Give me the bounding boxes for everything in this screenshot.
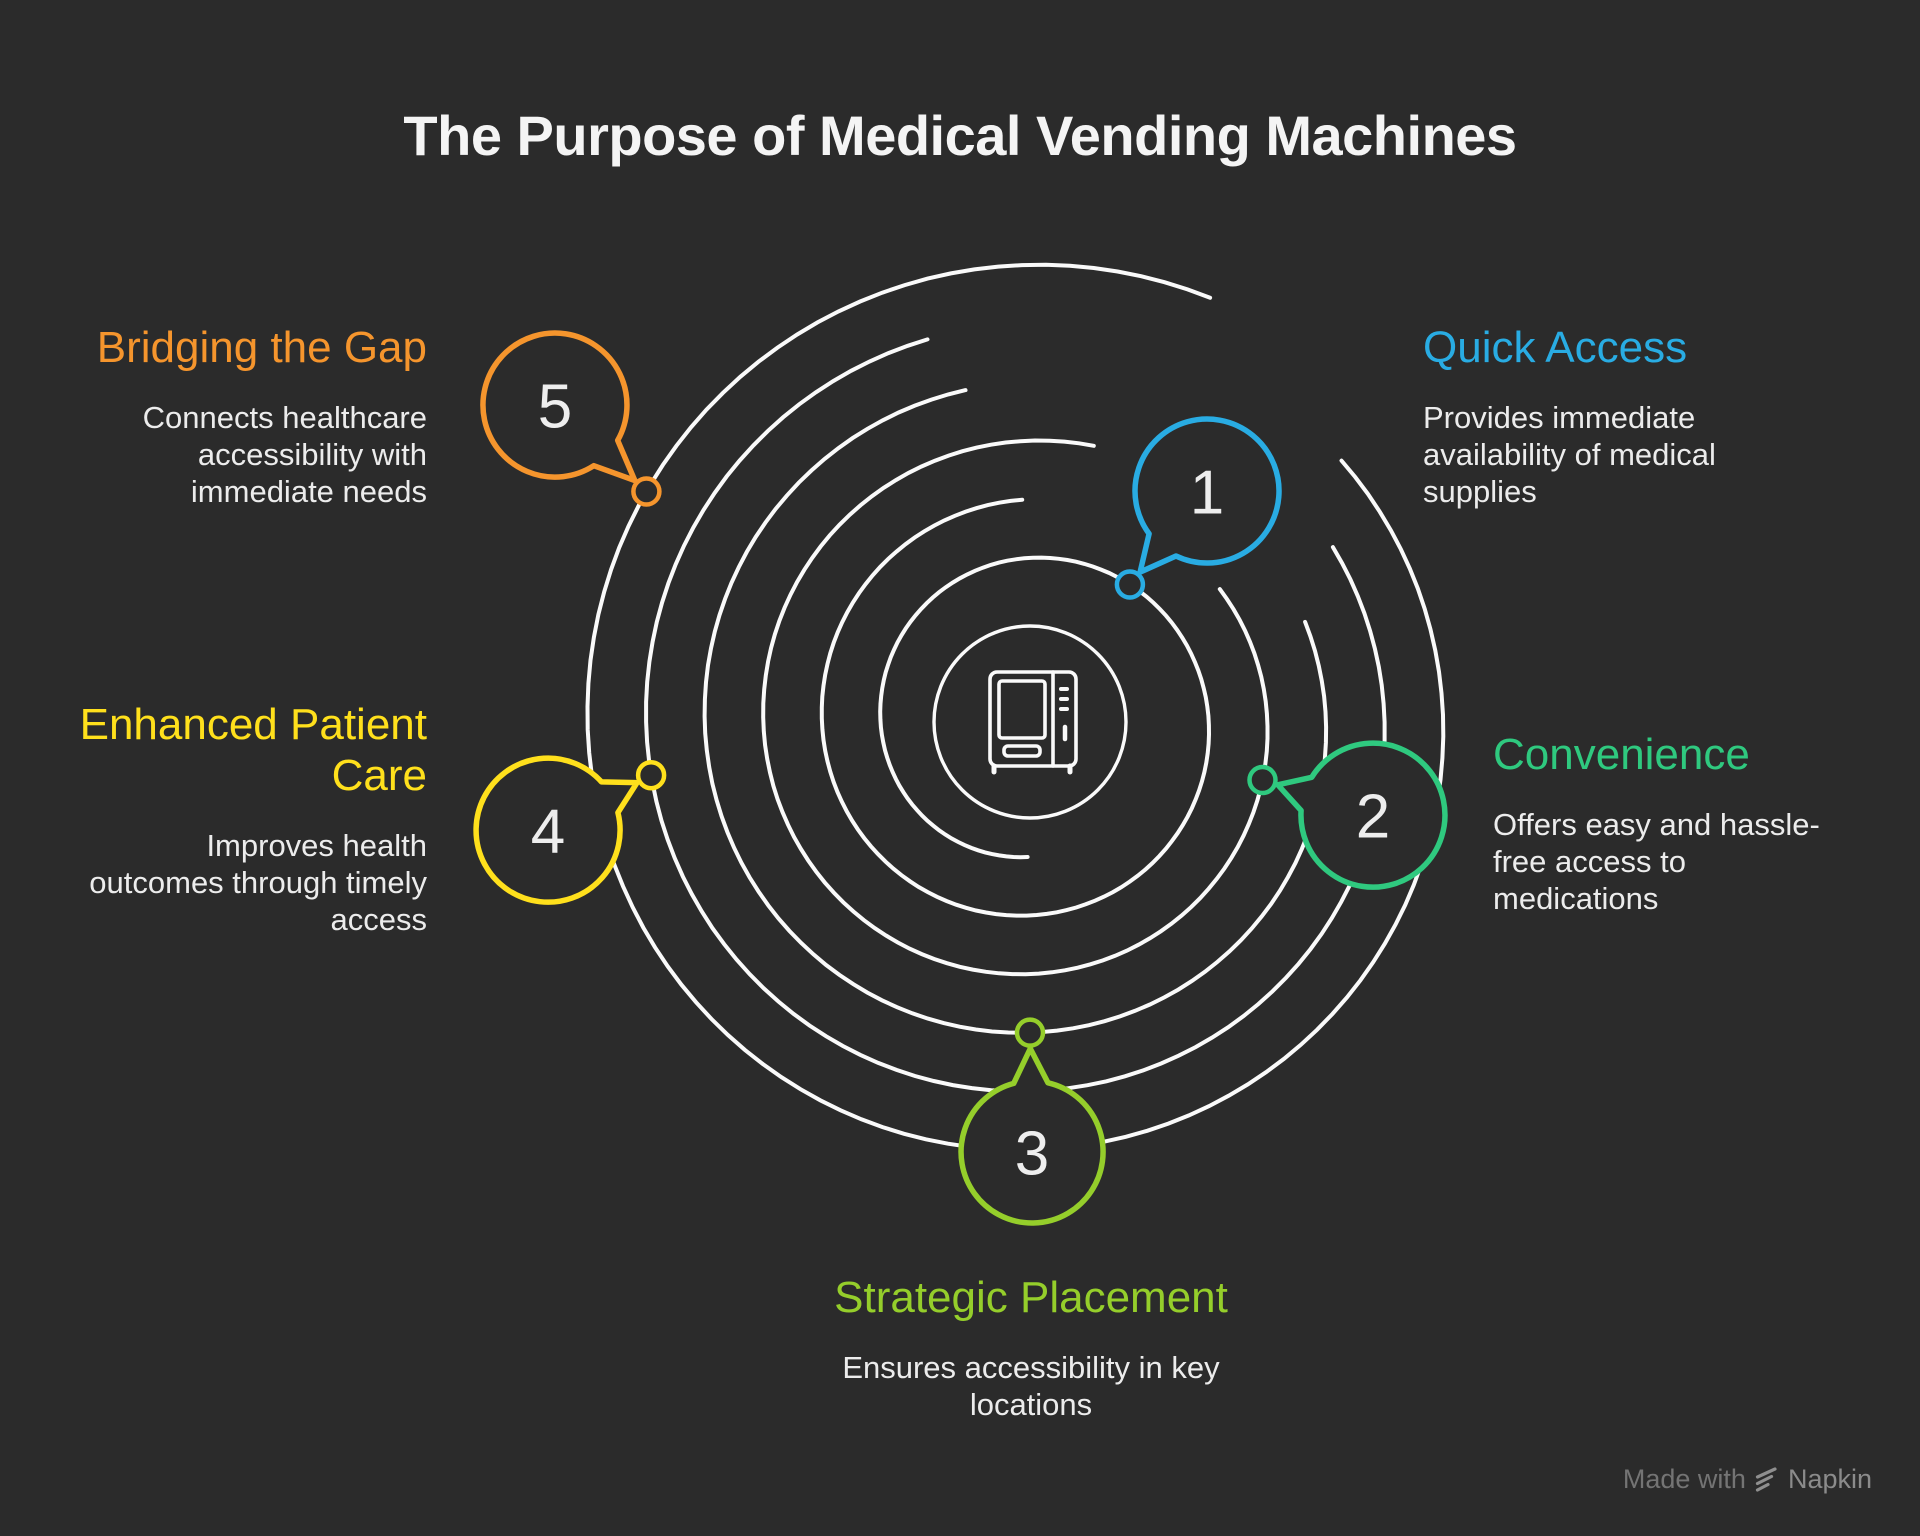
item-heading: Bridging the Gap	[96, 323, 427, 372]
bubble-1	[1132, 416, 1282, 575]
label-block-bridging-the-gap: Bridging the Gap Connects healthcare acc…	[67, 322, 427, 510]
vending-machine-icon	[988, 670, 1078, 775]
item-body: Ensures accessibility in key locations	[842, 1350, 1220, 1423]
bubble-2	[1275, 740, 1448, 890]
bubble-number: 3	[1015, 1120, 1049, 1189]
spiral-step-5: 5	[480, 330, 662, 507]
item-heading: Strategic Placement	[834, 1273, 1228, 1322]
bubble-number: 1	[1190, 459, 1224, 528]
item-heading: Quick Access	[1423, 323, 1688, 372]
bubble-number: 2	[1356, 783, 1390, 852]
spiral-arc-1	[819, 497, 1212, 918]
bubble-number: 5	[538, 373, 572, 442]
bubble-3	[958, 1045, 1106, 1226]
item-heading: Convenience	[1493, 730, 1750, 779]
spiral-step-2: 2	[1247, 740, 1448, 890]
marker-3	[1014, 1017, 1046, 1048]
item-body: Connects healthcare accessibility with i…	[142, 400, 427, 510]
spiral-step-4: 4	[473, 755, 667, 905]
watermark: Made with Napkin	[1623, 1464, 1872, 1495]
spiral-arc-5	[585, 262, 1446, 1152]
item-body: Provides immediate availability of medic…	[1423, 400, 1716, 510]
watermark-prefix: Made with	[1622, 1464, 1746, 1494]
label-block-quick-access: Quick Access Provides immediate availabi…	[1423, 322, 1763, 510]
spiral	[585, 262, 1446, 1152]
marker-5	[631, 476, 662, 507]
item-body: Offers easy and hassle-free access to me…	[1493, 807, 1820, 917]
item-body: Improves health outcomes through timely …	[89, 828, 427, 938]
center-circle	[932, 624, 1128, 820]
item-heading: Enhanced Patient Care	[79, 700, 427, 801]
bubble-number: 4	[531, 798, 565, 867]
watermark-brand: Napkin	[1787, 1464, 1872, 1494]
spiral-step-1: 1	[1114, 416, 1282, 600]
bubbles: 1 2 3 4 5	[473, 330, 1448, 1226]
bubble-5	[480, 330, 638, 484]
napkin-logo-icon	[1755, 1467, 1777, 1492]
page-title: The Purpose of Medical Vending Machines	[403, 104, 1517, 167]
spiral-arc-3	[702, 388, 1329, 1035]
spiral-arc-2	[761, 438, 1270, 977]
bubble-4	[473, 755, 640, 905]
label-block-strategic-placement: Strategic Placement Ensures accessibilit…	[796, 1272, 1266, 1423]
label-block-enhanced-patient-care: Enhanced Patient Care Improves health ou…	[47, 699, 427, 938]
spiral-arc-4	[644, 337, 1387, 1094]
label-block-convenience: Convenience Offers easy and hassle-free …	[1493, 729, 1873, 917]
marker-2	[1247, 764, 1278, 796]
marker-1	[1114, 569, 1146, 600]
marker-4	[635, 759, 667, 791]
spiral-step-3: 3	[958, 1017, 1106, 1226]
